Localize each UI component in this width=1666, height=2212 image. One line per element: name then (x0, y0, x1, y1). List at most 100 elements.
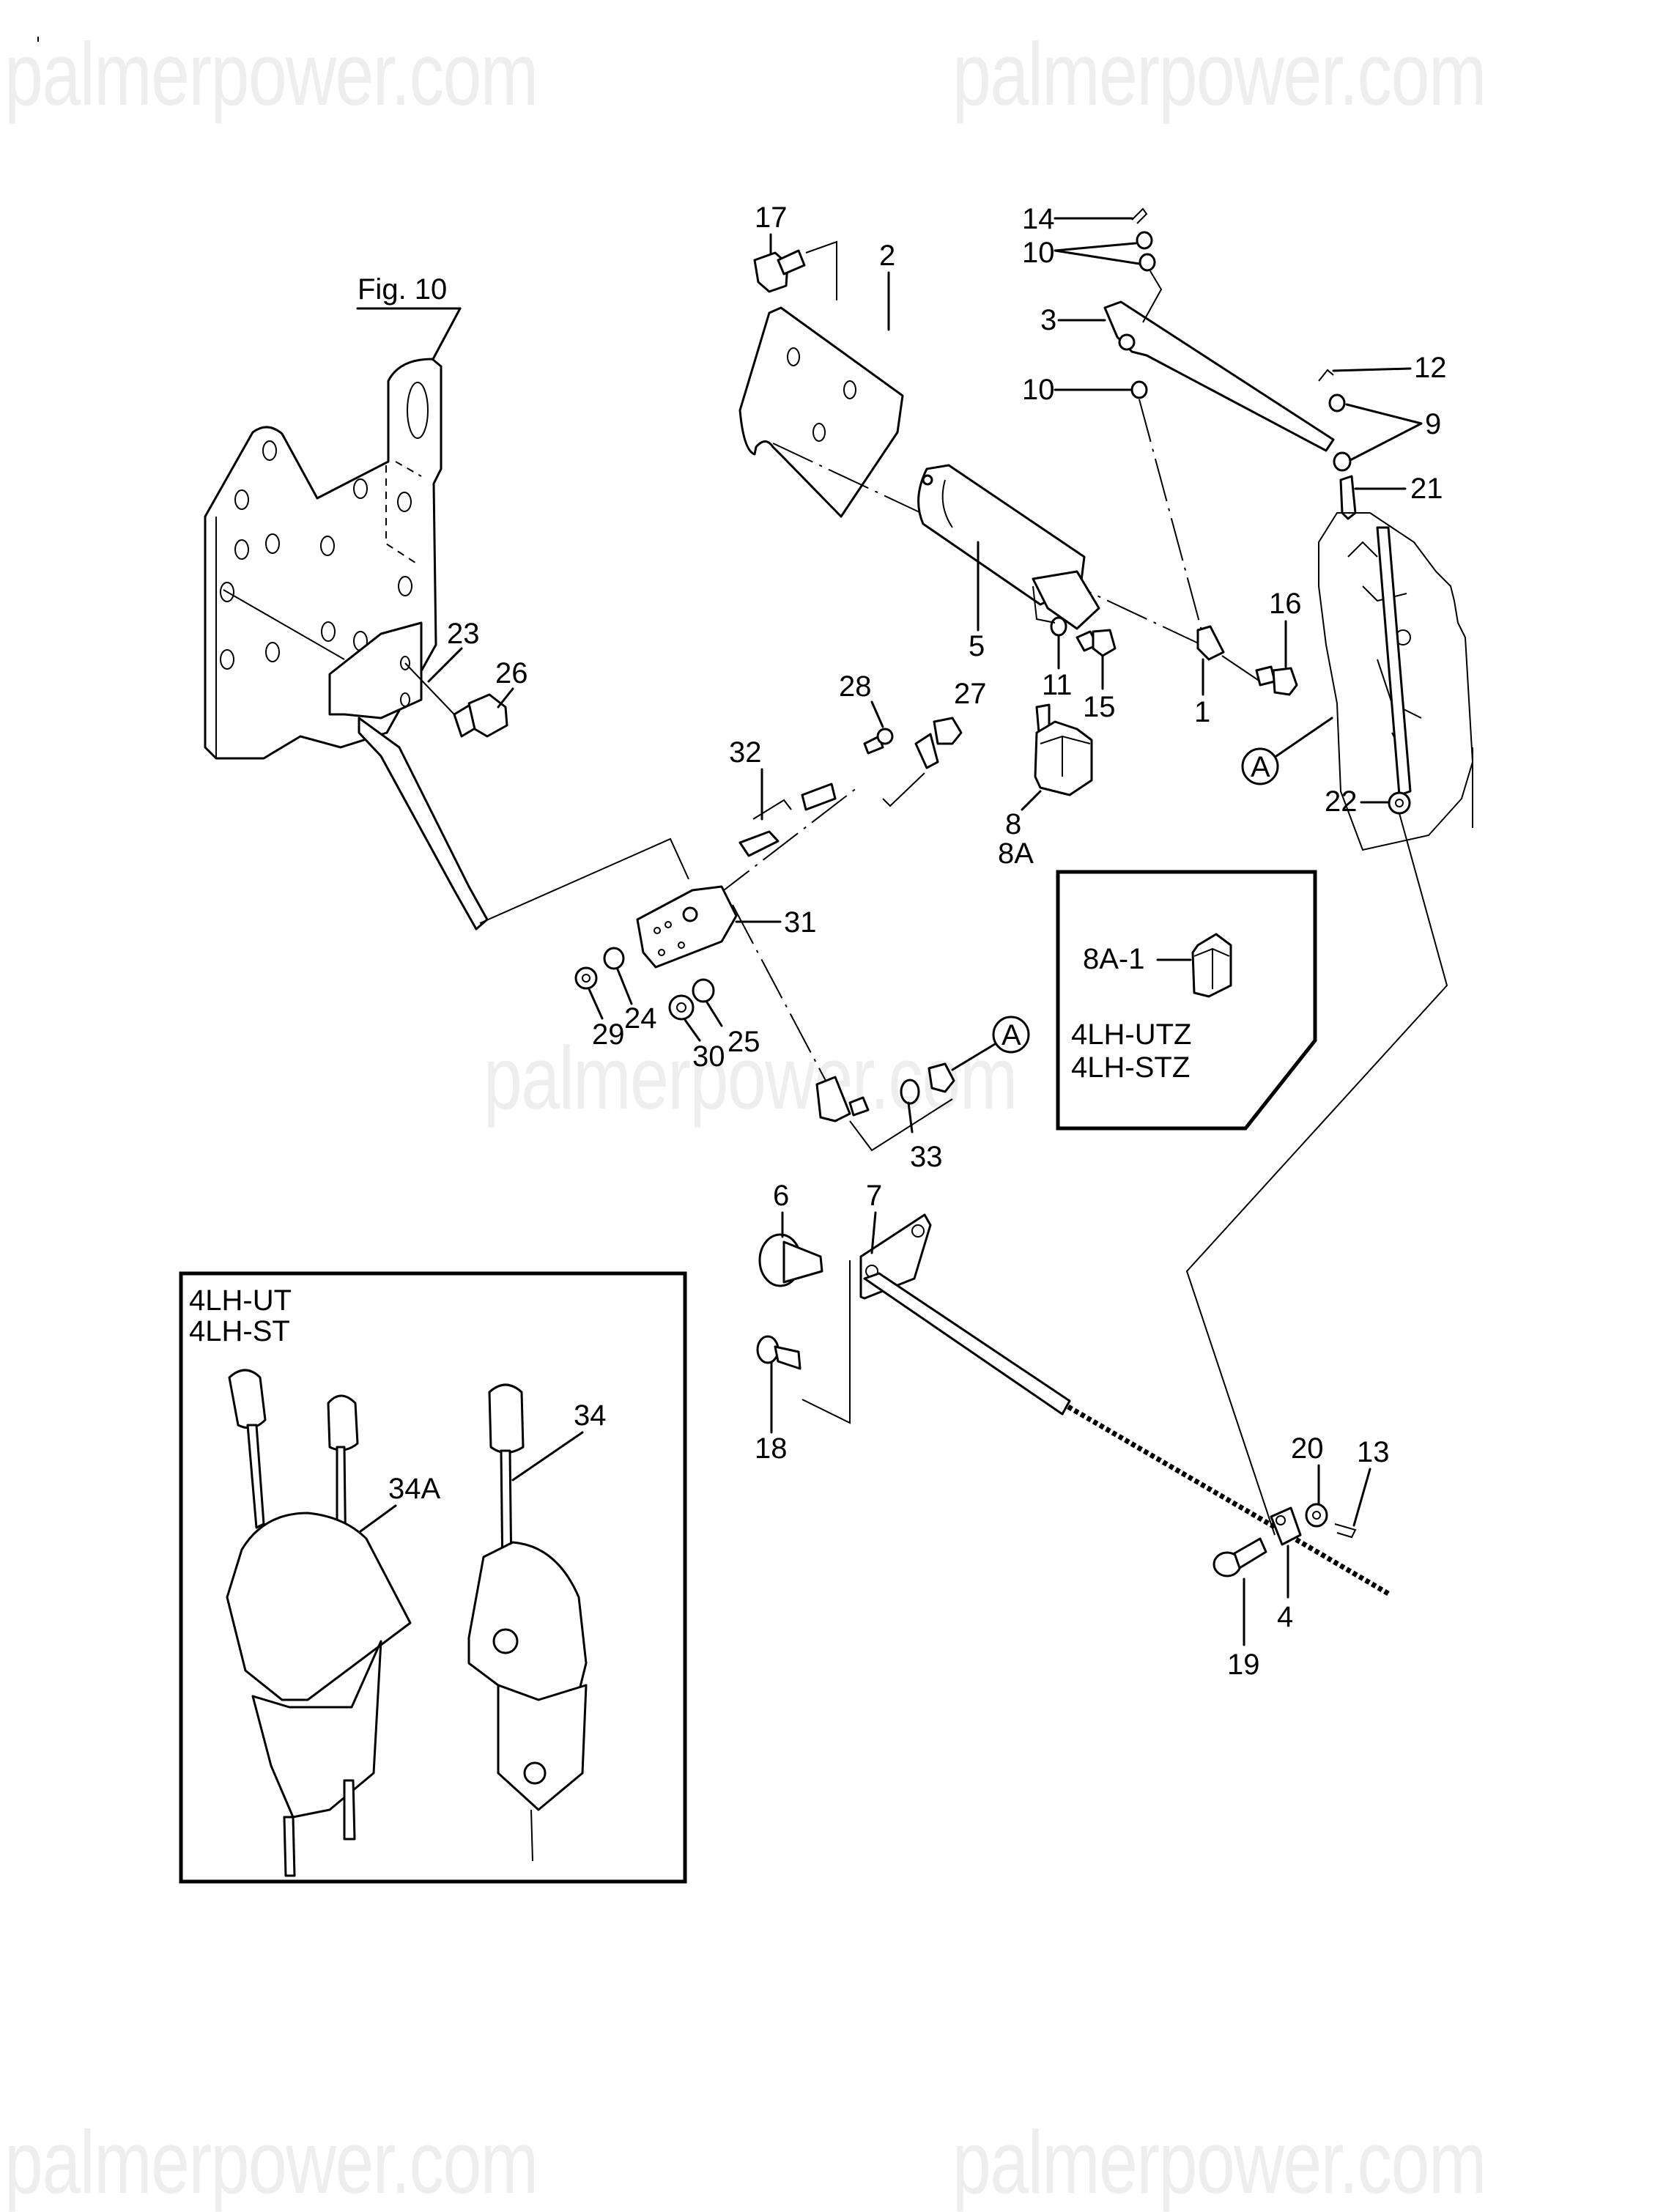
part-20-nut[interactable]: 20 (1291, 1432, 1328, 1528)
support-hole (400, 692, 410, 707)
part-32-clamp-set[interactable]: 32 (729, 736, 837, 857)
callout-22[interactable]: 22 (1325, 785, 1358, 818)
callout-31[interactable]: 31 (784, 906, 817, 939)
leader-34 (511, 1431, 584, 1482)
marker-a-engine-leader (1275, 717, 1333, 758)
pin-13 (1334, 1523, 1357, 1539)
part-17-bolt[interactable]: 17 (753, 201, 837, 300)
engine-governor-housing (1318, 512, 1474, 851)
bolt-27-thread (914, 733, 939, 769)
leader-25 (706, 1001, 723, 1027)
washer-25 (692, 978, 715, 1003)
part-4-cable-clamp[interactable]: 4 (1270, 1506, 1302, 1633)
part-1-link-block[interactable]: 1 (1194, 625, 1261, 728)
callout-5[interactable]: 5 (969, 630, 985, 662)
callout-10-top[interactable]: 10 (1022, 237, 1055, 269)
callout-34A[interactable]: 34A (388, 1473, 440, 1505)
callout-6[interactable]: 6 (773, 1180, 789, 1212)
part-10-washer-lower[interactable]: 10 (1022, 374, 1202, 631)
washer-9b (1333, 451, 1352, 472)
callout-19[interactable]: 19 (1227, 1649, 1260, 1681)
part-19-bolt[interactable]: 19 (1213, 1537, 1267, 1681)
part-18-bolt[interactable]: 18 (755, 1335, 801, 1465)
part-29-nut[interactable]: 29 (574, 966, 625, 1051)
leader-28 (870, 700, 884, 728)
callout-1[interactable]: 1 (1194, 696, 1210, 728)
bracket-2-hole (812, 423, 826, 442)
callout-8A[interactable]: 8A (998, 837, 1034, 870)
bracket-axis-upper (714, 787, 858, 898)
callout-23[interactable]: 23 (447, 618, 480, 650)
washer-33 (900, 1079, 920, 1105)
callout-3[interactable]: 3 (1040, 304, 1056, 336)
nut-22 (1388, 791, 1411, 815)
part-8-relay[interactable]: 8 8A (998, 703, 1093, 870)
callout-8[interactable]: 8 (1005, 808, 1021, 840)
part-27-bolt[interactable]: 27 (882, 678, 987, 807)
part-12-cotter-pin[interactable]: 12 (1318, 352, 1447, 384)
bracket-31-hole (658, 949, 665, 956)
callout-28[interactable]: 28 (839, 670, 872, 703)
leader-10-top-b (1054, 249, 1141, 265)
part-14-cotter-pin[interactable]: 14 (1022, 203, 1148, 235)
callout-15[interactable]: 15 (1083, 691, 1116, 723)
callout-2[interactable]: 2 (879, 240, 895, 272)
connector-marker-a-cable[interactable]: A (951, 1016, 1030, 1071)
callout-33[interactable]: 33 (910, 1141, 943, 1173)
part-22-nut[interactable]: 22 (1325, 785, 1411, 818)
part-11-washer[interactable]: 11 (1032, 585, 1073, 701)
callout-7[interactable]: 7 (866, 1180, 882, 1212)
callout-16[interactable]: 16 (1269, 588, 1302, 620)
callout-11[interactable]: 11 (1042, 669, 1073, 701)
callout-9[interactable]: 9 (1425, 408, 1441, 440)
callout-21[interactable]: 21 (1410, 473, 1443, 505)
lever-3-pivot (1118, 333, 1136, 351)
callout-4[interactable]: 4 (1277, 1601, 1293, 1633)
knob-6-neck (782, 1240, 823, 1284)
callout-25[interactable]: 25 (728, 1026, 760, 1058)
inset-relay-part-label[interactable]: 8A-1 (1083, 943, 1145, 975)
callout-10-lower[interactable]: 10 (1022, 374, 1055, 406)
part-16-bolt[interactable]: 16 (1255, 588, 1302, 696)
part-3-stop-lever[interactable]: 3 (1040, 300, 1335, 452)
solenoid-band (941, 479, 953, 528)
part-30-nut[interactable]: 30 (668, 994, 725, 1073)
clamp-4-hole (1276, 1515, 1286, 1525)
bracket-hidden-edge (385, 461, 422, 565)
engine-housing-outline (1318, 512, 1474, 851)
callout-17[interactable]: 17 (755, 201, 788, 234)
callout-29[interactable]: 29 (592, 1018, 625, 1051)
part-34A-dual-lever-control[interactable]: 34A (226, 1369, 440, 1877)
connector-marker-a-engine[interactable]: A (1241, 717, 1333, 785)
bracket-31-hole (664, 921, 672, 928)
part-24-washer[interactable]: 24 (603, 947, 657, 1035)
part-21-stud[interactable]: 21 (1339, 473, 1443, 520)
part-34-single-lever-control[interactable]: 34 (467, 1383, 607, 1862)
part-9-washers[interactable]: 9 (1328, 393, 1441, 472)
part-2-solenoid-bracket[interactable]: 2 (738, 240, 904, 518)
callout-24[interactable]: 24 (624, 1002, 657, 1035)
part-33-cable-end-set[interactable]: 33 (815, 1062, 955, 1173)
callout-14[interactable]: 14 (1022, 203, 1055, 235)
part-25-washer[interactable]: 25 (692, 978, 760, 1058)
part-26-bolt[interactable]: 26 (404, 657, 528, 738)
washer-10b (1139, 253, 1156, 272)
part-10-washers-top[interactable]: 10 (1022, 231, 1163, 323)
callout-34[interactable]: 34 (574, 1399, 607, 1432)
callout-27[interactable]: 27 (954, 678, 987, 710)
part-6-stop-knob[interactable]: 6 (758, 1180, 823, 1287)
callout-30[interactable]: 30 (692, 1040, 725, 1073)
part-5-stop-solenoid[interactable]: 5 (772, 443, 1202, 662)
part-28-screw[interactable]: 28 (839, 670, 894, 755)
inset-control-levers: 4LH-UT 4LH-ST 34A 34 (179, 1271, 687, 1884)
callout-32[interactable]: 32 (729, 736, 762, 769)
callout-20[interactable]: 20 (1291, 1432, 1324, 1465)
part-15-bolt[interactable]: 15 (1076, 629, 1117, 723)
part-31-cable-bracket[interactable]: 31 (636, 885, 817, 969)
callout-12[interactable]: 12 (1414, 352, 1447, 384)
callout-13[interactable]: 13 (1357, 1436, 1390, 1468)
part-13-cotter-pin[interactable]: 13 (1334, 1436, 1390, 1539)
callout-26[interactable]: 26 (495, 657, 528, 689)
callout-18[interactable]: 18 (755, 1432, 788, 1465)
washer-9a (1328, 393, 1346, 413)
